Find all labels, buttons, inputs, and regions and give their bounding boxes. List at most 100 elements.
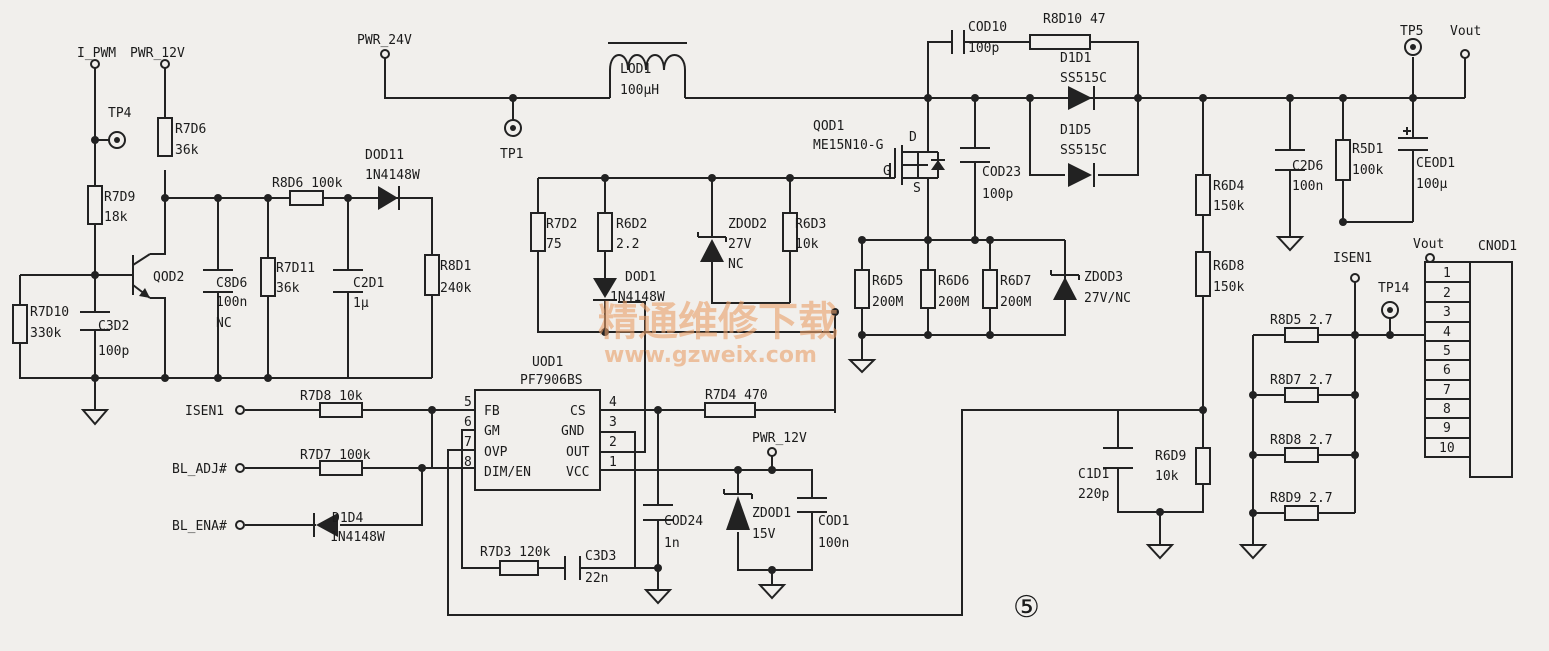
ic-pin-num-right-3: 1 bbox=[609, 455, 617, 470]
c2d6-value: 100n bbox=[1292, 179, 1323, 194]
r6d7-value: 200M bbox=[1000, 295, 1031, 310]
watermark-text: 精通维修下载 bbox=[598, 298, 838, 345]
ic-pin-num-right-1: 3 bbox=[609, 415, 617, 430]
r7d6-ref: R7D6 bbox=[175, 122, 206, 137]
r6d6-ref: R6D6 bbox=[938, 274, 969, 289]
ceod1-value: 100μ bbox=[1416, 177, 1447, 192]
connector-pin-6: 6 bbox=[1443, 363, 1451, 378]
r6d8-symbol bbox=[1195, 251, 1211, 297]
r6d2-value: 2.2 bbox=[616, 237, 639, 252]
r8d9-label: R8D9 2.7 bbox=[1270, 491, 1333, 506]
r5d1-value: 100k bbox=[1352, 163, 1383, 178]
ic-uod1: UOD1 PF7906BS 5 6 7 8 FB GM OVP DIM/EN 4… bbox=[464, 355, 617, 480]
d1d1-symbol bbox=[1068, 86, 1095, 110]
watermark-url: www.gzweix.com bbox=[604, 343, 817, 368]
tp1-symbol bbox=[504, 119, 522, 137]
r7d9-value: 18k bbox=[104, 210, 128, 225]
r6d4-ref: R6D4 bbox=[1213, 179, 1244, 194]
d1d1-value: SS515C bbox=[1060, 71, 1107, 86]
dod11-symbol bbox=[370, 186, 400, 210]
ic-pin-name-left-3: DIM/EN bbox=[484, 465, 531, 480]
zdod1-ref: ZDOD1 bbox=[752, 506, 791, 521]
r7d9-ref: R7D9 bbox=[104, 190, 135, 205]
dod11-value: 1N4148W bbox=[365, 168, 420, 183]
ic-pin-name-left-2: OVP bbox=[484, 445, 508, 460]
zdod2-note: NC bbox=[728, 257, 744, 272]
net-bl-ena: BL_ENA# bbox=[172, 519, 227, 534]
net-vout-top: Vout bbox=[1450, 24, 1481, 39]
tp14-label: TP14 bbox=[1378, 281, 1409, 296]
net-terminals bbox=[90, 49, 1470, 530]
figure-number: ⑤ bbox=[1013, 590, 1040, 625]
r7d11-ref: R7D11 bbox=[276, 261, 315, 276]
net-isen1-right: ISEN1 bbox=[1333, 251, 1372, 266]
r6d9-value: 10k bbox=[1155, 469, 1179, 484]
dod1-symbol bbox=[593, 270, 617, 301]
ceod1-ref: CEOD1 bbox=[1416, 156, 1455, 171]
lod1-value: 100μH bbox=[620, 83, 659, 98]
r7d3-label: R7D3 120k bbox=[480, 545, 551, 560]
ic-pin-name-right-0: CS bbox=[570, 404, 586, 419]
c1d1-ref: C1D1 bbox=[1078, 467, 1109, 482]
zdod2-ref: ZDOD2 bbox=[728, 217, 767, 232]
zdod1-value: 15V bbox=[752, 527, 776, 542]
r7d7-label: R7D7 100k bbox=[300, 448, 371, 463]
cod23-ref: COD23 bbox=[982, 165, 1021, 180]
testpoint-labels: TP4 TP1 TP5 TP14 bbox=[108, 24, 1423, 296]
r8d10-symbol bbox=[1029, 34, 1091, 50]
net-vout-connector: Vout bbox=[1413, 237, 1444, 252]
r5d1-symbol bbox=[1335, 139, 1351, 181]
r7d9-symbol bbox=[87, 185, 103, 225]
r7d11-value: 36k bbox=[276, 281, 300, 296]
ic-part: PF7906BS bbox=[520, 373, 583, 388]
cod24-value: 1n bbox=[664, 536, 680, 551]
r6d5-ref: R6D5 bbox=[872, 274, 903, 289]
dod11-ref: DOD11 bbox=[365, 148, 404, 163]
r6d3-ref: R6D3 bbox=[795, 217, 826, 232]
r7d10-symbol bbox=[12, 304, 28, 344]
connector-pin-4: 4 bbox=[1443, 325, 1451, 340]
r5d1-ref: R5D1 bbox=[1352, 142, 1383, 157]
r6d7-ref: R6D7 bbox=[1000, 274, 1031, 289]
d1d4-value: 1N4148W bbox=[330, 530, 385, 545]
r8d1-value: 240k bbox=[440, 281, 471, 296]
tp4-label: TP4 bbox=[108, 106, 132, 121]
r8d5-label: R8D5 2.7 bbox=[1270, 313, 1333, 328]
net-pwr-24v: PWR_24V bbox=[357, 33, 412, 48]
qod1-pin-s: S bbox=[913, 181, 921, 196]
r6d7-symbol bbox=[982, 269, 998, 309]
c3d3-ref: C3D3 bbox=[585, 549, 616, 564]
dod1-value: 1N4148W bbox=[610, 290, 665, 305]
connector-pin-10: 10 bbox=[1439, 441, 1455, 456]
ic-pin-name-right-1: GND bbox=[561, 424, 585, 439]
r8d1-ref: R8D1 bbox=[440, 259, 471, 274]
ic-pin-num-left-0: 5 bbox=[464, 395, 472, 410]
c1d1-value: 220p bbox=[1078, 487, 1109, 502]
ic-pin-name-right-3: VCC bbox=[566, 465, 589, 480]
r7d6-value: 36k bbox=[175, 143, 199, 158]
r6d8-value: 150k bbox=[1213, 280, 1244, 295]
ic-pin-num-right-2: 2 bbox=[609, 435, 617, 450]
r6d8-ref: R6D8 bbox=[1213, 259, 1244, 274]
r7d8-symbol bbox=[319, 402, 363, 418]
r6d2-symbol bbox=[597, 212, 613, 252]
r7d11-symbol bbox=[260, 257, 276, 297]
zdod3-symbol bbox=[1050, 240, 1080, 335]
ic-uod1-body bbox=[474, 389, 601, 491]
r6d6-value: 200M bbox=[938, 295, 969, 310]
net-labels: I_PWM PWR_12V PWR_24V Vout Vout ISEN1 PW… bbox=[77, 24, 1481, 534]
r7d6-symbol bbox=[157, 117, 173, 157]
r6d4-value: 150k bbox=[1213, 199, 1244, 214]
cod23-value: 100p bbox=[982, 187, 1013, 202]
r8d6-label: R8D6 100k bbox=[272, 176, 343, 191]
r8d9-symbol bbox=[1284, 505, 1319, 521]
cod1-ref: COD1 bbox=[818, 514, 849, 529]
connector-pin-7: 7 bbox=[1443, 383, 1451, 398]
r8d8-symbol bbox=[1284, 447, 1319, 463]
net-pwr-12v-ic: PWR_12V bbox=[752, 431, 807, 446]
r7d3-symbol bbox=[499, 560, 539, 576]
connector-pin-9: 9 bbox=[1443, 421, 1451, 436]
c8d6-value: 100n bbox=[216, 295, 247, 310]
lod1-ref: LOD1 bbox=[620, 62, 651, 77]
zdod1-symbol bbox=[723, 489, 753, 530]
